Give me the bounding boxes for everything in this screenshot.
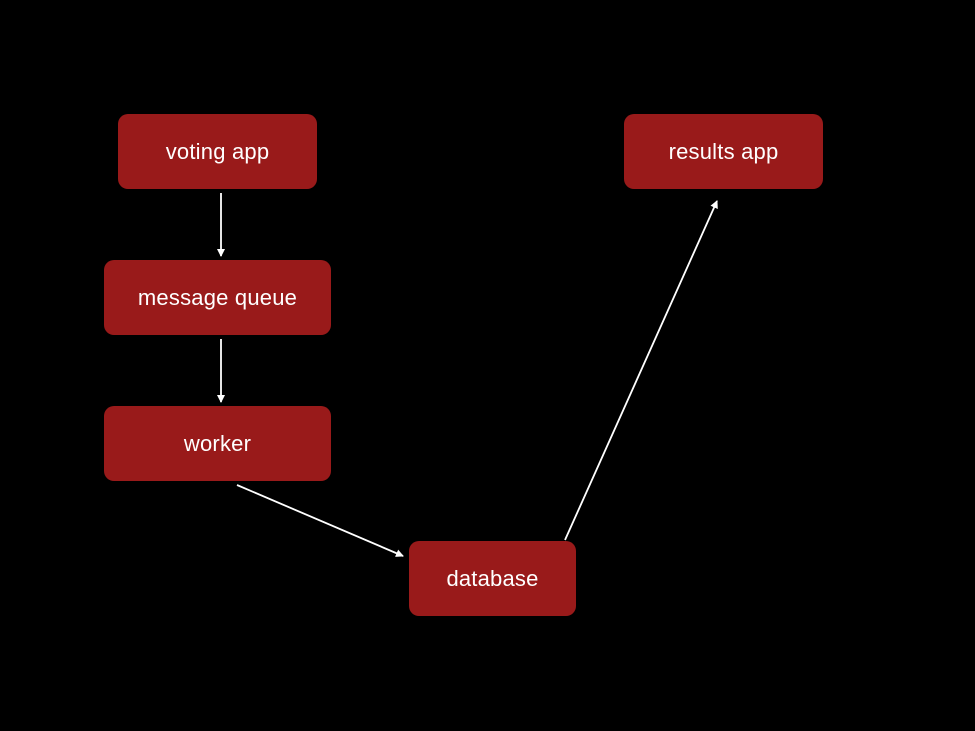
node-worker: worker bbox=[104, 406, 331, 481]
node-voting-app: voting app bbox=[118, 114, 317, 189]
edge-worker-to-database bbox=[236, 484, 404, 557]
edge-database-to-results bbox=[564, 200, 718, 541]
node-label: worker bbox=[183, 430, 252, 456]
node-message-queue: message queue bbox=[104, 260, 331, 335]
node-label: message queue bbox=[137, 284, 298, 310]
node-label: database bbox=[446, 565, 539, 591]
node-database: database bbox=[409, 541, 576, 616]
node-label: voting app bbox=[165, 138, 270, 164]
node-results-app: results app bbox=[624, 114, 823, 189]
node-label: results app bbox=[668, 138, 779, 164]
